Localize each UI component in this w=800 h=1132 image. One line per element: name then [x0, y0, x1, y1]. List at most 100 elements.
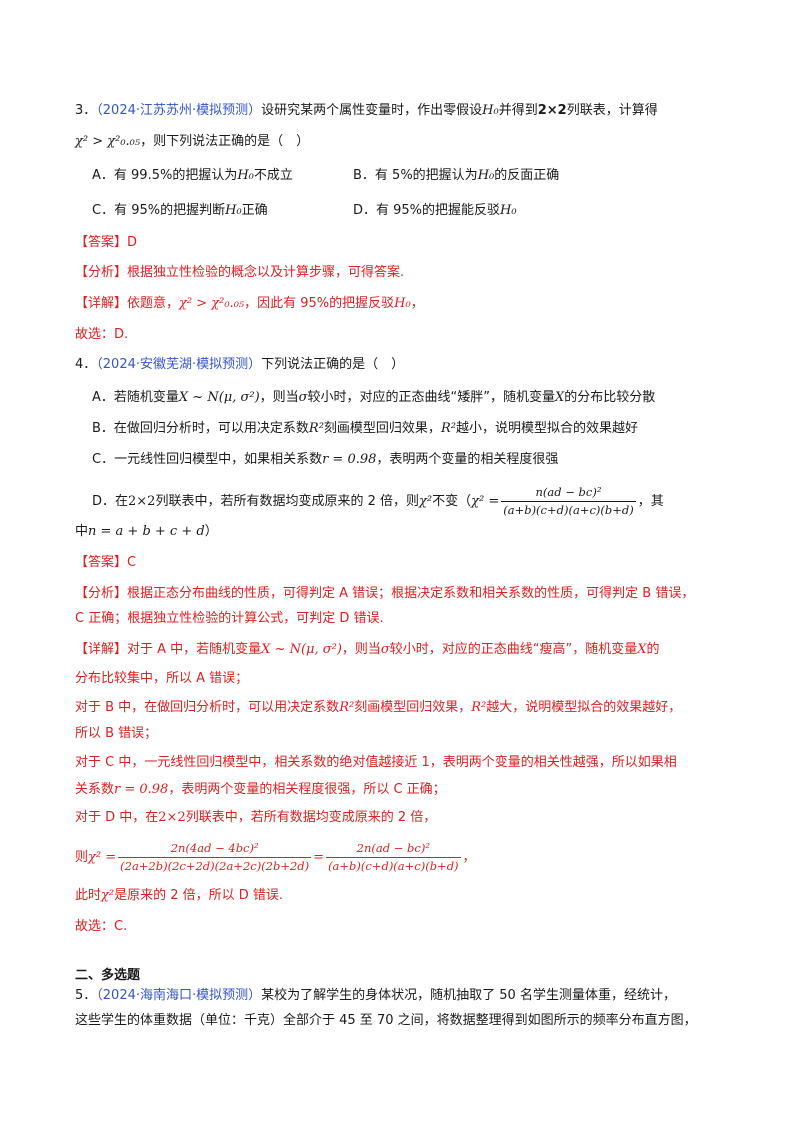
q5-stem-text: 某校为了解学生的身体状况，随机抽取了 50 名学生测量体重，经统计，: [261, 988, 676, 1003]
q4-answer: 【答案】C: [75, 555, 137, 570]
q3-stem-line2: χ² > χ²₀.₀₅，则下列说法正确的是（ ）: [75, 132, 309, 152]
q4-detail-b1: 对于 B 中，在做回归分析时，可以用决定系数R²刻画模型回归效果，R²越大，说明…: [75, 698, 681, 718]
q4-detail-a1: 【详解】对于 A 中，若随机变量X ~ N(μ, σ²)，则当σ较小时，对应的正…: [75, 640, 660, 660]
option-text: 中: [75, 524, 89, 539]
option-text: 较小时，对应的正态曲线“矮胖”，随机变量: [307, 390, 556, 405]
h0-formula: H₀: [500, 203, 517, 218]
fraction-numerator: 2n(4ad − 4bc)²: [118, 841, 312, 858]
chi2-formula: χ²: [419, 494, 433, 509]
fraction-numerator: 2n(ad − bc)²: [326, 841, 461, 858]
q4-option-d: D．在2×2列联表中，若所有数据均变成原来的 2 倍，则χ²不变（χ² =n(a…: [92, 482, 664, 522]
r2-formula: R²: [471, 700, 487, 715]
q4-detail-a2: 分布比较集中，所以 A 错误；: [75, 671, 249, 686]
q3-stem-text: 设研究某两个属性变量时，作出零假设: [261, 103, 483, 118]
fraction-denominator: (a+b)(c+d)(a+c)(b+d): [503, 503, 634, 517]
option-text: 不成立: [253, 168, 293, 183]
option-text: B．在做回归分析时，可以用决定系数: [92, 421, 309, 436]
detail-text: ，: [410, 296, 424, 311]
chi-square-fraction-simplified: 2n(ad − bc)²(a+b)(c+d)(a+c)(b+d): [326, 841, 461, 874]
option-text: ，其: [637, 494, 664, 509]
q4-detail-d2: 则χ² =2n(4ad − 4bc)²(2a+2b)(2c+2d)(2a+2c)…: [75, 838, 476, 878]
q5-source: （2024·海南海口·模拟预测）: [96, 988, 262, 1003]
normal-dist-formula: X ~ N(μ, σ²): [178, 390, 260, 405]
h0-formula: H₀: [477, 168, 495, 183]
q5-number: 5．: [75, 988, 97, 1003]
detail-text: 对于 B 中，在做回归分析时，可以用决定系数: [75, 700, 340, 715]
chi-eq-formula: χ² =: [471, 494, 500, 509]
option-text: ，表明两个变量的相关程度很强: [376, 452, 559, 467]
detail-text: 则: [75, 850, 89, 865]
normal-dist-formula: X ~ N(μ, σ²): [261, 642, 342, 657]
q3-answer: 【答案】D: [75, 235, 138, 250]
h0-formula: H₀: [394, 296, 411, 311]
chi-condition-formula: χ² > χ²₀.₀₅: [179, 296, 245, 311]
q4-detail-c1: 对于 C 中，一元线性回归模型中，相关系数的绝对值越接近 1，表明两个变量的相关…: [75, 755, 677, 770]
detail-text: 关系数: [75, 782, 115, 797]
x-formula: X: [637, 642, 647, 657]
two-by-two-formula: 2×2: [128, 494, 156, 509]
option-text: ）: [204, 524, 218, 539]
x-formula: X: [555, 390, 565, 405]
r2-formula: R²: [339, 700, 355, 715]
q4-option-c: C．一元线性回归模型中，如果相关系数r = 0.98，表明两个变量的相关程度很强: [92, 450, 558, 470]
two-by-two-formula: 2×2: [158, 810, 186, 825]
q3-option-a: A．有 99.5%的把握认为H₀不成立: [92, 166, 293, 186]
option-text: D．有 95%的把握能反驳: [353, 203, 501, 218]
option-text: B．有 5%的把握认为: [353, 168, 478, 183]
r-value-formula: r = 0.98: [114, 782, 169, 797]
q3-number: 3．: [75, 103, 97, 118]
fraction-denominator: (a+b)(c+d)(a+c)(b+d): [328, 859, 459, 873]
q4-option-a: A．若随机变量X ~ N(μ, σ²)，则当σ较小时，对应的正态曲线“矮胖”，随…: [92, 388, 655, 408]
detail-text: ，: [462, 850, 476, 865]
chi-eq-formula: χ² =: [88, 850, 117, 865]
h0-formula: H₀: [225, 203, 242, 218]
fraction-numerator: n(ad − bc)²: [501, 485, 636, 502]
chi-condition-formula: χ² > χ²₀.₀₅: [75, 134, 141, 149]
q4-option-d-cont: 中n = a + b + c + d）: [75, 522, 218, 542]
option-text: A．有 99.5%的把握认为: [92, 168, 238, 183]
option-text: 正确: [241, 203, 268, 218]
detail-text: 刻画模型回归效果，: [354, 700, 472, 715]
q4-option-b: B．在做回归分析时，可以用决定系数R²刻画模型回归效果，R²越小，说明模型拟合的…: [92, 419, 638, 439]
n-def-formula: n = a + b + c + d: [88, 524, 205, 539]
detail-text: 【详解】依题意，: [75, 296, 180, 311]
equals-sign: =: [313, 850, 325, 865]
option-text: C．有 95%的把握判断: [92, 203, 226, 218]
q3-analysis: 【分析】根据独立性检验的概念以及计算步骤，可得答案.: [75, 265, 405, 280]
q3-stem-line1: 3．（2024·江苏苏州·模拟预测）设研究某两个属性变量时，作出零假设H₀并得到…: [75, 101, 658, 121]
h0-formula: H₀: [237, 168, 254, 183]
detail-text: ，则当: [341, 642, 381, 657]
chi-square-fraction-doubled: 2n(4ad − 4bc)²(2a+2b)(2c+2d)(2a+2c)(2b+2…: [118, 841, 312, 874]
chi-square-fraction: n(ad − bc)²(a+b)(c+d)(a+c)(b+d): [501, 485, 636, 518]
option-text: 不变（: [432, 494, 472, 509]
detail-text: 【详解】对于 A 中，若随机变量: [75, 642, 262, 657]
q3-stem-text: ，则下列说法正确的是（ ）: [140, 134, 310, 149]
q3-option-b: B．有 5%的把握认为H₀的反面正确: [353, 166, 559, 186]
detail-text: 的: [646, 642, 660, 657]
r2-formula: R²: [440, 421, 456, 436]
option-text: A．若随机变量: [92, 390, 179, 405]
detail-text: 是原来的 2 倍，所以 D 错误.: [114, 888, 284, 903]
q4-choose: 故选：C.: [75, 919, 128, 934]
q4-analysis-line2: C 正确；根据独立性检验的计算公式，可判定 D 错误.: [75, 611, 384, 626]
r2-formula: R²: [308, 421, 324, 436]
h0-formula: H₀: [482, 103, 499, 118]
option-text: 的分布比较分散: [564, 390, 656, 405]
r-value-formula: r = 0.98: [322, 452, 377, 467]
detail-text: 列联表中，若所有数据均变成原来的 2 倍，: [185, 810, 437, 825]
detail-text: ，因此有 95%的把握反驳: [244, 296, 395, 311]
q3-source: （2024·江苏苏州·模拟预测）: [96, 103, 262, 118]
option-text: ，则当: [259, 390, 299, 405]
q4-stem: 4．（2024·安徽芜湖·模拟预测）下列说法正确的是（ ）: [75, 355, 404, 375]
option-text: C．一元线性回归模型中，如果相关系数: [92, 452, 323, 467]
fraction-denominator: (2a+2b)(2c+2d)(2a+2c)(2b+2d): [120, 859, 310, 873]
q3-option-c: C．有 95%的把握判断H₀正确: [92, 201, 268, 221]
q5-stem-line1: 5．（2024·海南海口·模拟预测）某校为了解学生的身体状况，随机抽取了 50 …: [75, 986, 676, 1006]
q4-detail-d1: 对于 D 中，在2×2列联表中，若所有数据均变成原来的 2 倍，: [75, 808, 436, 828]
detail-text: 对于 D 中，在: [75, 810, 159, 825]
section-heading: 二、多选题: [75, 968, 141, 983]
detail-text: 较小时，对应的正态曲线“瘦高”，随机变量: [389, 642, 638, 657]
q3-stem-text: 并得到: [498, 103, 538, 118]
q3-detail: 【详解】依题意，χ² > χ²₀.₀₅，因此有 95%的把握反驳H₀，: [75, 294, 424, 314]
option-text: 列联表中，若所有数据均变成原来的 2 倍，则: [155, 494, 419, 509]
